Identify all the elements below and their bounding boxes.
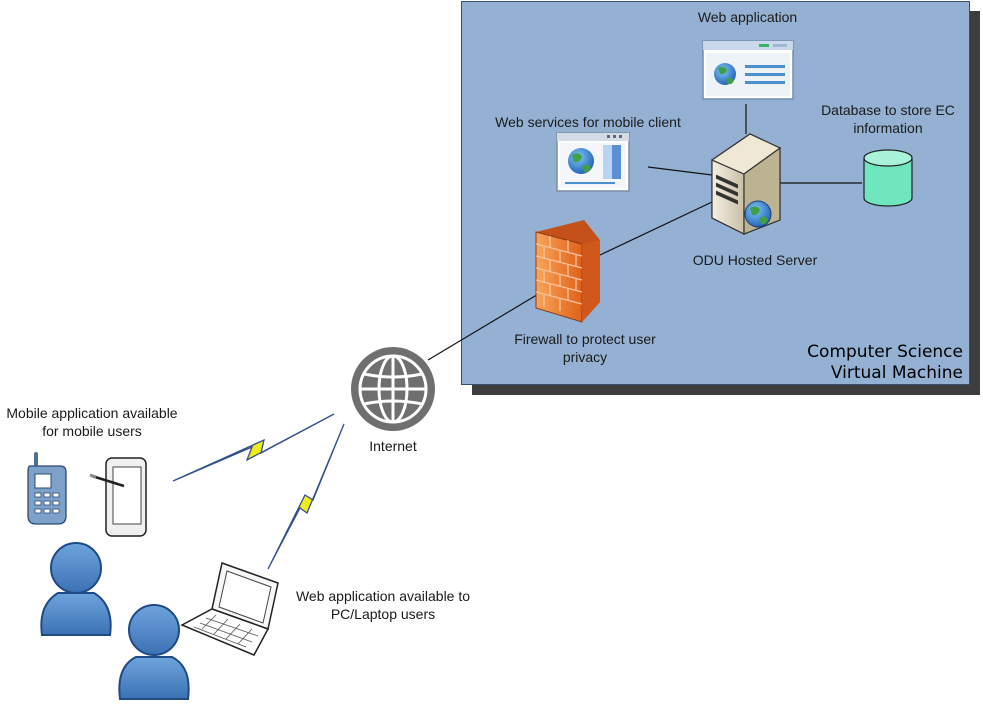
mobile-label-line2: for mobile users: [42, 423, 142, 439]
mobile-label-line1: Mobile application available: [6, 405, 178, 421]
lightning-bolt-icon: [267, 423, 345, 570]
web-application-label: Web application: [697, 9, 798, 25]
connection-lines: [427, 104, 862, 361]
web-services-label: Web services for mobile client: [495, 114, 681, 130]
pc-label-line2: PC/Laptop users: [330, 606, 436, 622]
vm-title-line2: Virtual Machine: [830, 363, 963, 383]
line-webservices-server: [647, 166, 713, 176]
laptop-icon: [180, 562, 279, 656]
browser-window-icon: [702, 40, 794, 100]
browser-window-icon: [556, 132, 630, 192]
virtual-machine-label: Computer Science Virtual Machine: [807, 342, 963, 384]
internet-label: Internet: [369, 438, 417, 454]
pc-label: Web application available to PC/Laptop u…: [283, 587, 483, 623]
firewall-label: Firewall to protect user privacy: [500, 330, 670, 366]
pc-label-line1: Web application available to: [295, 588, 471, 604]
line-firewall-internet: [427, 289, 546, 361]
firewall-label-line2: privacy: [562, 349, 608, 365]
user-icon: [40, 542, 112, 636]
firewall-label-line1: Firewall to protect user: [514, 331, 656, 347]
mobile-phone-icon: [27, 452, 67, 525]
database-label-line1: Database to store EC: [821, 102, 955, 118]
globe-icon: [351, 347, 435, 431]
line-server-firewall: [599, 201, 713, 256]
vm-title-line1: Computer Science: [807, 342, 963, 362]
tablet-icon: [89, 457, 147, 537]
database-cylinder-icon: [863, 149, 913, 207]
lightning-bolt-icon: [172, 413, 335, 482]
server-tower-icon: [710, 133, 782, 235]
user-icon: [118, 604, 190, 700]
server-label: ODU Hosted Server: [692, 252, 818, 268]
mobile-label: Mobile application available for mobile …: [0, 404, 184, 440]
brick-firewall-icon: [535, 220, 600, 323]
database-label-line2: information: [853, 120, 923, 136]
database-label: Database to store EC information: [808, 101, 968, 137]
